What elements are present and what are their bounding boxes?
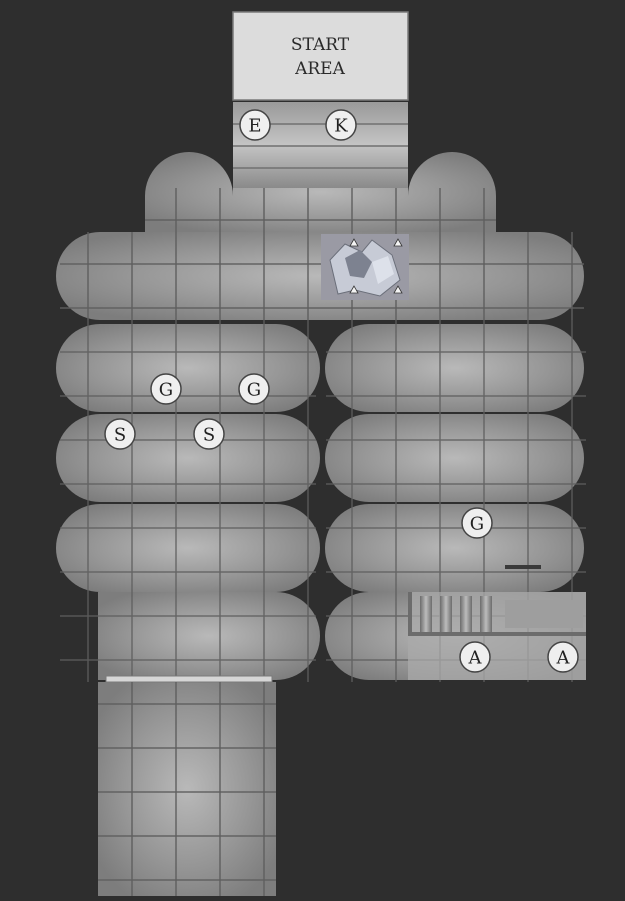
token-K[interactable]: K — [326, 110, 356, 140]
token-label: S — [114, 425, 126, 446]
token-S-middle[interactable]: S — [194, 419, 224, 449]
left-wing — [56, 320, 320, 682]
token-label: A — [556, 648, 571, 669]
token-label: K — [334, 116, 348, 137]
upper-band — [56, 232, 584, 320]
crystal-rubble-tile — [321, 234, 409, 300]
token-label: E — [248, 116, 261, 137]
bottom-corridor — [98, 676, 276, 896]
token-G-right[interactable]: G — [462, 508, 492, 538]
token-A-left[interactable]: A — [460, 642, 490, 672]
token-label: G — [159, 380, 173, 401]
start-area-line1: START — [291, 35, 350, 55]
token-A-right[interactable]: A — [548, 642, 578, 672]
token-label: G — [470, 514, 484, 535]
token-G-left[interactable]: G — [151, 374, 181, 404]
token-G-middle[interactable]: G — [239, 374, 269, 404]
start-area-line2: AREA — [294, 59, 345, 79]
token-S-left[interactable]: S — [105, 419, 135, 449]
token-label: S — [203, 425, 215, 446]
token-label: A — [468, 648, 483, 669]
token-E[interactable]: E — [240, 110, 270, 140]
token-label: G — [247, 380, 261, 401]
start-area: START AREA — [233, 12, 408, 100]
lever-marker — [505, 565, 541, 569]
